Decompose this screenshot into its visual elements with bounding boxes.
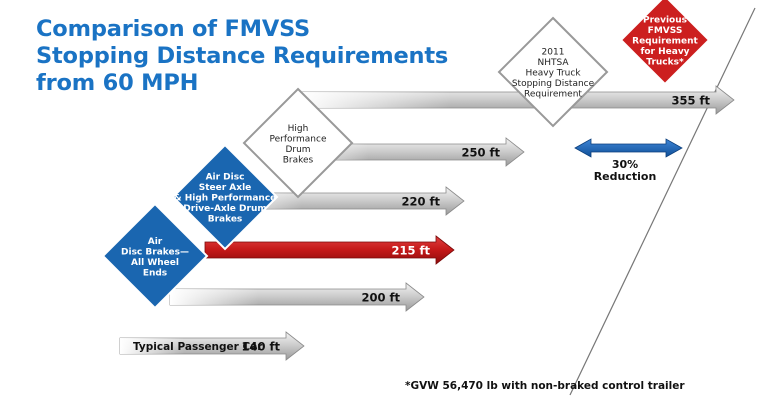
slant-divider-line [569, 7, 756, 396]
bar-value-label: 250 ft [461, 146, 500, 160]
reduction-layer: 30%Reduction [574, 138, 683, 183]
diamond-text-line: Performance [269, 134, 326, 144]
bar-arrow-fade [300, 86, 734, 114]
diamond-text-line: Trucks* [646, 58, 684, 68]
diamond-text-line: High [288, 124, 309, 134]
diamond-text-line: Air [148, 237, 163, 247]
diamond-text-line: Heavy Truck [525, 69, 581, 79]
diamond-text-line: Air Disc [206, 173, 245, 183]
bar-arrow-215ft [204, 235, 455, 265]
reduction-label: Reduction [594, 170, 657, 183]
diamond-text-line: Stopping Distance [512, 79, 595, 89]
passenger-car-label: Typical Passenger Car [133, 341, 263, 353]
diamond-text-line: for Heavy [640, 47, 689, 57]
diamond-shape [497, 16, 609, 128]
bar-arrow-fade [170, 283, 424, 311]
footnote: *GVW 56,470 lb with non-braked control t… [405, 380, 685, 392]
title-line-2: Stopping Distance Requirements [36, 43, 449, 69]
diamond-text-line: NHTSA [537, 58, 569, 68]
bar-value-label: 220 ft [401, 195, 440, 209]
diamond-text-line: Drive-Axle Drum [183, 204, 267, 214]
bar-value-label: 355 ft [671, 94, 710, 108]
bar-arrow-fade [120, 332, 304, 360]
title-line-3: from 60 MPH [36, 70, 199, 96]
diamond-text-line: 2011 [542, 48, 565, 58]
diamond-shape [242, 87, 354, 199]
bar-value-label: 140 ft [241, 340, 280, 354]
diamond-text-line: Requirement [524, 90, 582, 100]
diamond-shape [619, 0, 711, 86]
diamond-text-line: Brakes [283, 155, 314, 165]
diamond-shape [101, 202, 209, 310]
title-line-1: Comparison of FMVSS [36, 16, 311, 42]
bars-layer: 140 ft 200 ft 215 ft 220 ft 250 ft 355 ft Typi… [119, 7, 756, 396]
diamond-text-line: Ends [143, 268, 167, 278]
reduction-label: 30% [612, 158, 638, 171]
bar-value-label: 215 ft [391, 244, 430, 258]
reduction-double-arrow [574, 138, 683, 158]
diamond-text-line: & High Performance [174, 194, 277, 204]
diamond-text-line: Requirement [632, 37, 698, 47]
diamond-text-line: Steer Axle [199, 183, 252, 193]
diamond-text-line: FMVSS [648, 26, 683, 36]
diamond-text-line: Previous [643, 16, 687, 26]
diamond-shape [171, 143, 279, 251]
bar-arrow-fade [215, 187, 464, 215]
bar-value-label: 200 ft [361, 291, 400, 305]
diamond-text-line: Brakes [208, 215, 243, 225]
diamond-text-line: Drum [285, 145, 310, 155]
diamond-text-line: All Wheel [131, 258, 179, 268]
chart-title: Comparison of FMVSS Stopping Distance Re… [36, 16, 506, 97]
diamond-text-line: Disc Brakes— [121, 247, 189, 257]
